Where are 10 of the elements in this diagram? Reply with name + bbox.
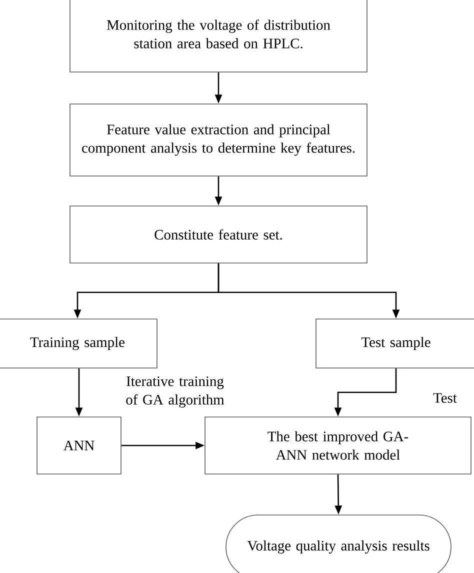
process-box: Test sample <box>316 318 474 368</box>
process-box: Constitute feature set. <box>70 206 368 264</box>
terminal-box: Voltage quality analysis results <box>226 514 452 573</box>
process-box: The best improved GA-ANN network model <box>204 416 472 474</box>
process-box: Training sample <box>0 318 158 368</box>
edge-label: Test <box>433 393 457 403</box>
process-box: Feature value extraction and principal component analysis to determine key features. <box>70 104 368 176</box>
process-box: Monitoring the voltage of distribution station area based on HPLC. <box>70 0 368 72</box>
process-box: ANN <box>36 416 122 474</box>
edge-label: Iterative training of GA algorithm <box>126 376 224 408</box>
